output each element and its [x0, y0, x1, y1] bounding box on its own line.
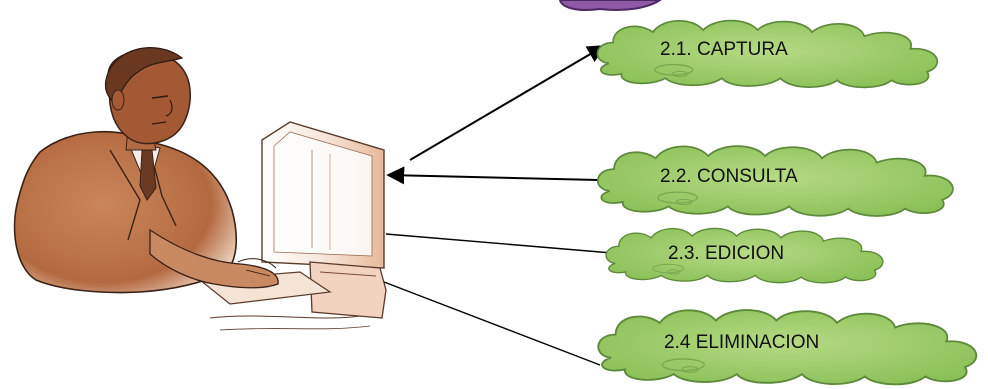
cloud-node-eliminacion: 2.4 ELIMINACION — [597, 309, 978, 386]
cloud-node-edicion: 2.3. EDICION — [605, 227, 884, 284]
monitor-icon — [261, 121, 387, 319]
cloud-label-eliminacion: 2.4 ELIMINACION — [664, 332, 819, 353]
cloud-node-captura: 2.1. CAPTURA — [596, 19, 939, 89]
top-cloud-fragment — [558, 0, 662, 11]
connectors — [383, 45, 613, 366]
arrow-from-consulta — [386, 166, 599, 185]
cloud-node-consulta: 2.2. CONSULTA — [596, 145, 954, 217]
cloud-label-captura: 2.1. CAPTURA — [660, 39, 788, 60]
cloud-label-edicion: 2.3. EDICION — [668, 243, 784, 264]
line-to-edicion — [385, 233, 613, 254]
line-to-eliminacion — [383, 281, 601, 366]
arrow-to-captura — [409, 45, 606, 161]
cloud-label-consulta: 2.2. CONSULTA — [660, 166, 798, 187]
person-at-computer-illustration — [13, 47, 387, 331]
